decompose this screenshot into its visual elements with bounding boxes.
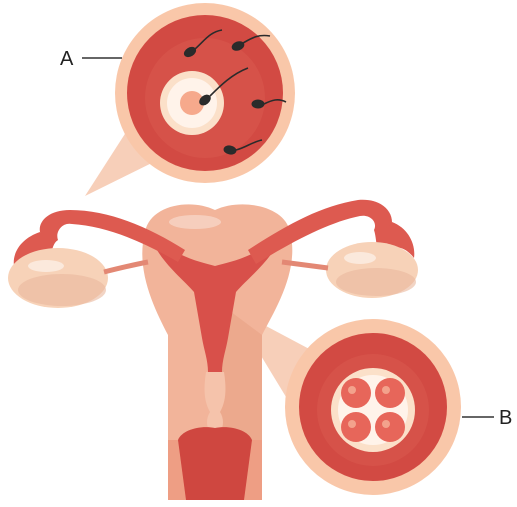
embryo-cell-nucleus <box>348 386 356 394</box>
embryo-cell-nucleus <box>382 420 390 428</box>
left-ovary-shade <box>18 274 106 306</box>
embryo-cell <box>375 412 405 442</box>
left-ovary-highlight <box>28 260 64 272</box>
inset-a <box>115 3 295 183</box>
label-a: A <box>60 49 73 69</box>
embryo-cell <box>375 378 405 408</box>
embryo-cell-nucleus <box>382 386 390 394</box>
right-ovary-shade <box>336 268 416 296</box>
label-b: B <box>499 408 512 428</box>
left-ovarian-ligament <box>104 262 148 272</box>
embryo-cell-nucleus <box>348 420 356 428</box>
uterus-highlight <box>169 215 221 229</box>
inset-b <box>285 319 461 495</box>
right-ovary-highlight <box>344 252 376 264</box>
embryo-cell <box>341 378 371 408</box>
embryo-cell <box>341 412 371 442</box>
